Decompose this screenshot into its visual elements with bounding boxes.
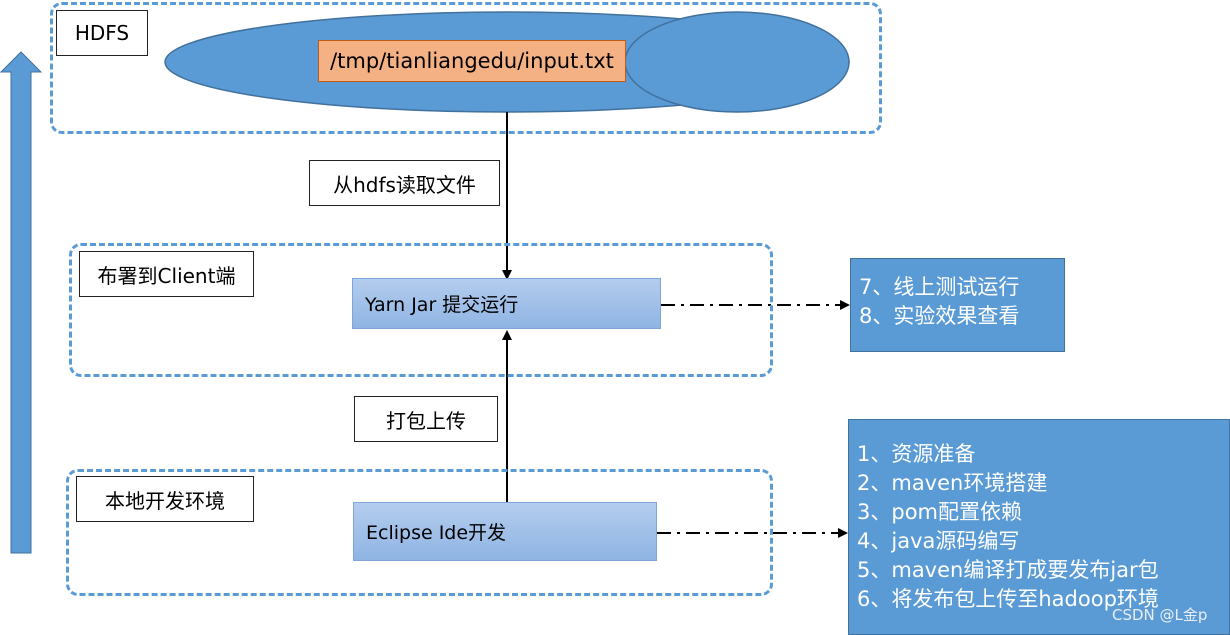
yarn-jar-submit-node: Yarn Jar 提交运行: [352, 278, 661, 329]
online-step-item: 7、线上测试运行: [859, 275, 1020, 299]
local-step-item: 1、资源准备: [857, 442, 976, 466]
local-step-item: 4、java源码编写: [857, 529, 1020, 553]
client-region: [69, 243, 773, 377]
online-steps-panel: 7、线上测试运行 8、实验效果查看: [850, 258, 1065, 352]
upload-arrow-head: [502, 330, 512, 340]
local-link-head: [838, 528, 848, 538]
local-dev-title: 本地开发环境: [76, 476, 254, 522]
upward-flow-arrow: [0, 51, 43, 554]
local-step-item: 5、maven编译打成要发布jar包: [857, 558, 1159, 582]
hdfs-region: [50, 2, 882, 134]
csdn-watermark: CSDN @L金p: [1112, 606, 1208, 624]
eclipse-ide-node: Eclipse Ide开发: [353, 502, 657, 561]
online-step-item: 8、实验效果查看: [859, 304, 1020, 328]
hdfs-title: HDFS: [56, 10, 148, 56]
package-upload-label: 打包上传: [354, 396, 498, 442]
local-dev-region: [66, 469, 773, 596]
online-link-head: [840, 300, 850, 310]
read-arrow-head: [502, 270, 512, 280]
local-step-item: 2、maven环境搭建: [857, 471, 1048, 495]
hdfs-file-path: /tmp/tianliangedu/input.txt: [318, 40, 626, 82]
client-title: 布署到Client端: [79, 251, 254, 297]
local-step-item: 6、将发布包上传至hadoop环境: [857, 587, 1159, 611]
read-from-hdfs-label: 从hdfs读取文件: [309, 160, 500, 206]
local-step-item: 3、pom配置依赖: [857, 500, 1022, 524]
local-steps-panel: 1、资源准备 2、maven环境搭建 3、pom配置依赖 4、java源码编写 …: [848, 419, 1230, 635]
